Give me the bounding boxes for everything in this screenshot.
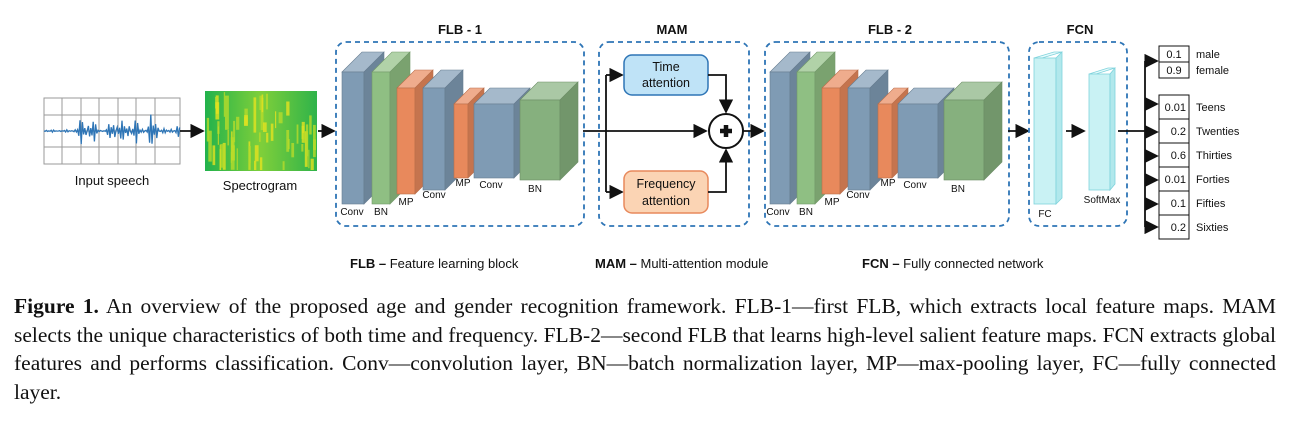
output-bracket bbox=[1118, 61, 1146, 227]
forties-value: 0.01 bbox=[1165, 174, 1186, 186]
twenties-value: 0.2 bbox=[1171, 126, 1186, 138]
female-label: female bbox=[1196, 65, 1229, 77]
flb1-mp1-label: MP bbox=[399, 197, 414, 208]
fc-layer bbox=[1033, 51, 1063, 205]
input-speech: Input speech bbox=[43, 97, 181, 188]
flb1-bn2-label: BN bbox=[528, 184, 542, 195]
flb1-bn1-label: BN bbox=[374, 207, 388, 218]
mam-title: MAM bbox=[656, 22, 687, 37]
twenties-label: Twenties bbox=[1196, 126, 1240, 138]
flb2-bn1-label: BN bbox=[799, 207, 813, 218]
female-value: 0.9 bbox=[1166, 65, 1181, 77]
softmax-label: SoftMax bbox=[1084, 195, 1121, 206]
time-attention-label-1: Time bbox=[652, 60, 679, 74]
flb1-block bbox=[335, 41, 585, 227]
fcn-block bbox=[1028, 41, 1128, 227]
fcn-title: FCN bbox=[1067, 22, 1094, 37]
male-value: 0.1 bbox=[1166, 49, 1181, 61]
forties-label: Forties bbox=[1196, 174, 1230, 186]
frequency-attention-label-2: attention bbox=[642, 194, 690, 208]
gender-outputs: 0.1 0.9 male female bbox=[1158, 45, 1229, 79]
flb2-conv3-label: Conv bbox=[903, 180, 926, 191]
flb2-mp1-label: MP bbox=[825, 197, 840, 208]
flb2-block bbox=[764, 41, 1010, 227]
waveform bbox=[43, 114, 181, 145]
frequency-attention-label-1: Frequency bbox=[636, 177, 696, 191]
architecture-diagram: Input speech Spectrogram FLB - 1 Conv BN… bbox=[43, 22, 1240, 271]
sixties-label: Sixties bbox=[1196, 222, 1229, 234]
caption-label: Figure 1. bbox=[14, 294, 99, 318]
teens-label: Teens bbox=[1196, 102, 1226, 114]
flb2-layers bbox=[769, 51, 1003, 205]
flb1-conv3-label: Conv bbox=[479, 180, 502, 191]
spectrogram: Spectrogram bbox=[205, 91, 317, 193]
flb2-bn2-label: BN bbox=[951, 184, 965, 195]
input-speech-label: Input speech bbox=[75, 173, 149, 188]
thirties-label: Thirties bbox=[1196, 150, 1233, 162]
age-outputs: 0.01 0.2 0.6 0.01 0.1 0.2 Teens Twenties… bbox=[1158, 94, 1240, 240]
flb1-bn2 bbox=[519, 81, 579, 181]
fifties-label: Fifties bbox=[1196, 198, 1226, 210]
teens-value: 0.01 bbox=[1165, 102, 1186, 114]
fifties-value: 0.1 bbox=[1171, 198, 1186, 210]
flb1-conv2-label: Conv bbox=[422, 190, 445, 201]
legend-flb: FLB – Feature learning block bbox=[350, 256, 519, 271]
flb2-conv2-label: Conv bbox=[846, 190, 869, 201]
softmax-layer bbox=[1088, 66, 1116, 192]
flb2-mp2-label: MP bbox=[881, 178, 896, 189]
mam-block bbox=[598, 41, 750, 227]
caption-text: An overview of the proposed age and gend… bbox=[14, 294, 1276, 404]
flb1-title: FLB - 1 bbox=[438, 22, 482, 37]
flb1-conv1-label: Conv bbox=[340, 207, 363, 218]
male-label: male bbox=[1196, 49, 1220, 61]
flb2-bn2 bbox=[943, 81, 1003, 181]
figure-caption: Figure 1. An overview of the proposed ag… bbox=[14, 292, 1276, 406]
sixties-value: 0.2 bbox=[1171, 222, 1186, 234]
flb2-title: FLB - 2 bbox=[868, 22, 912, 37]
fc-label: FC bbox=[1038, 209, 1051, 220]
spectrogram-label: Spectrogram bbox=[223, 178, 297, 193]
thirties-value: 0.6 bbox=[1171, 150, 1186, 162]
legend-fcn: FCN – Fully connected network bbox=[862, 256, 1044, 271]
flb1-mp2-label: MP bbox=[456, 178, 471, 189]
time-attention-label-2: attention bbox=[642, 76, 690, 90]
flb2-conv1-label: Conv bbox=[766, 207, 789, 218]
flb1-layers bbox=[341, 51, 579, 205]
legend-mam: MAM – Multi-attention module bbox=[595, 256, 768, 271]
